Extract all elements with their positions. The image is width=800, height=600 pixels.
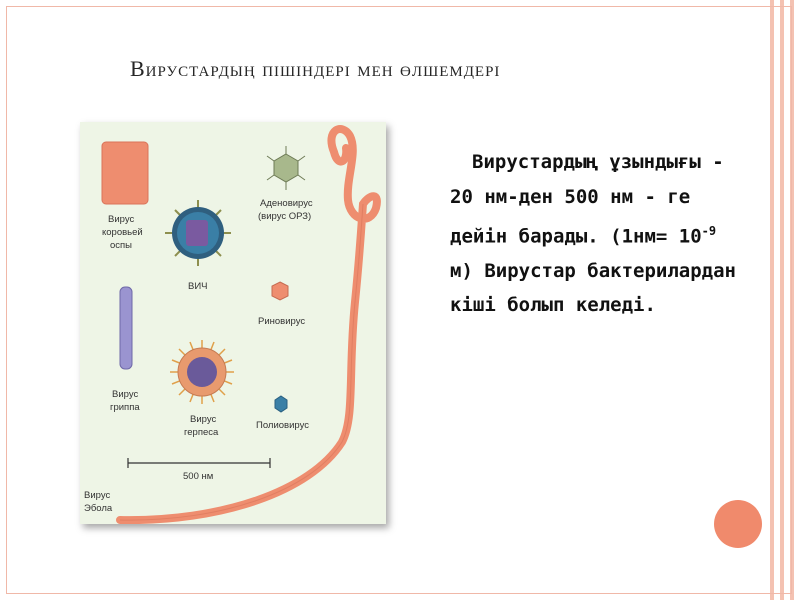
adenovirus-label-line2: (вирус ОРЗ) — [258, 211, 311, 222]
virus-shapes-figure: Вирус Эбола Вирус коровьей оспы ВИЧ — [80, 122, 386, 524]
vaccinia-virus-shape — [101, 141, 149, 205]
adenovirus-label-line1: Аденовирус — [260, 198, 313, 209]
influenza-label-line1: Вирус — [112, 389, 138, 400]
body-text-part1: Вирустардың ұзындығы - 20 нм-ден 500 нм … — [450, 151, 724, 248]
herpes-virus-shape — [170, 340, 234, 404]
slide-frame — [6, 6, 792, 594]
body-exponent: -9 — [701, 224, 717, 238]
right-edge-stripe-3 — [790, 0, 794, 600]
right-edge-stripe-1 — [770, 0, 774, 600]
scale-bar — [127, 458, 271, 468]
influenza-label-line2: гриппа — [110, 402, 140, 413]
rhinovirus-label: Риновирус — [258, 316, 305, 327]
herpes-label-line1: Вирус — [190, 414, 216, 425]
herpes-label-line2: герпеса — [184, 427, 219, 438]
hiv-virus-shape — [165, 200, 231, 266]
scale-bar-label: 500 нм — [183, 471, 213, 482]
ebola-virus-shape — [116, 125, 381, 524]
influenza-virus-shape — [119, 286, 133, 370]
vaccinia-label-line3: оспы — [110, 240, 132, 251]
vaccinia-label-line2: коровьей — [102, 227, 143, 238]
poliovirus-label: Полиовирус — [256, 420, 309, 431]
poliovirus-shape — [274, 395, 288, 413]
adenovirus-shape — [266, 146, 306, 190]
ebola-label-line1: Вирус — [84, 490, 110, 501]
rhinovirus-shape — [271, 281, 289, 301]
hiv-label: ВИЧ — [188, 281, 208, 292]
right-edge-stripe-2 — [780, 0, 784, 600]
virus-illustration: Вирус Эбола Вирус коровьей оспы ВИЧ — [84, 125, 381, 524]
decorative-circle — [714, 500, 762, 548]
body-text-part2: м) Вирустар бактерилардан кіші болып кел… — [450, 259, 736, 317]
slide-title: Вирустардың пішіндері мен өлшемдері — [130, 56, 501, 81]
vaccinia-label-line1: Вирус — [108, 214, 134, 225]
ebola-label-line2: Эбола — [84, 503, 113, 514]
body-paragraph: Вирустардың ұзындығы - 20 нм-ден 500 нм … — [450, 145, 750, 323]
